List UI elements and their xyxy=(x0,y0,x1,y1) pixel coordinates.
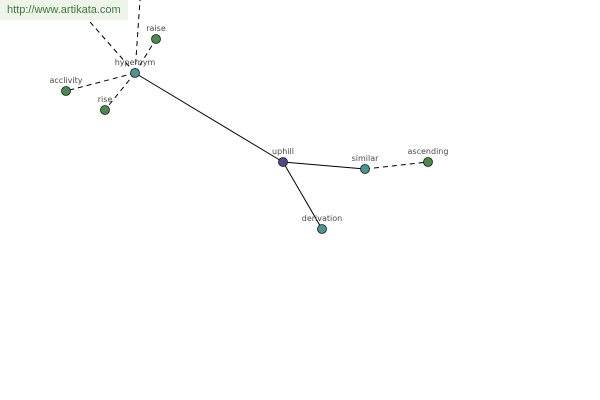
edge-hypernym-raise xyxy=(134,38,157,74)
node-similar-label: similar xyxy=(352,154,380,163)
node-derivation-label: derivation xyxy=(302,214,342,223)
node-acclivity-label: acclivity xyxy=(50,76,83,85)
node-similar-dot[interactable] xyxy=(360,164,370,174)
site-url-banner[interactable]: http://www.artikata.com xyxy=(0,0,128,20)
edge-similar-ascending xyxy=(364,161,429,170)
graph-nodes: uphill hypernym similar derivation raise accl… xyxy=(50,24,449,234)
node-uphill-dot[interactable] xyxy=(278,157,288,167)
node-derivation-dot[interactable] xyxy=(317,224,327,234)
edge-hypernym-acclivity xyxy=(65,72,136,92)
edge-uphill-hypernym xyxy=(134,72,284,163)
graph-edges xyxy=(65,0,429,230)
edge-hypernym-rise xyxy=(104,72,136,111)
node-ascending-dot[interactable] xyxy=(423,157,433,167)
node-hypernym[interactable]: hypernym xyxy=(115,58,156,78)
edge-uphill-derivation xyxy=(282,161,323,230)
node-ascending-label: ascending xyxy=(408,147,449,156)
edge-uphill-similar xyxy=(282,161,366,170)
node-uphill[interactable]: uphill xyxy=(272,147,294,167)
node-raise-dot[interactable] xyxy=(151,34,161,44)
edge-hypernym-offscreen-1 xyxy=(89,21,136,74)
node-hypernym-dot[interactable] xyxy=(130,68,140,78)
node-ascending[interactable]: ascending xyxy=(408,147,449,167)
node-similar[interactable]: similar xyxy=(352,154,380,174)
node-uphill-label: uphill xyxy=(272,147,294,156)
node-rise-dot[interactable] xyxy=(100,105,110,115)
node-acclivity[interactable]: acclivity xyxy=(50,76,83,96)
node-hypernym-label: hypernym xyxy=(115,58,156,67)
node-rise[interactable]: rise xyxy=(98,95,113,115)
node-rise-label: rise xyxy=(98,95,113,104)
edge-hypernym-offscreen-2 xyxy=(134,0,141,74)
node-derivation[interactable]: derivation xyxy=(302,214,342,234)
node-acclivity-dot[interactable] xyxy=(61,86,71,96)
node-raise-label: raise xyxy=(146,24,166,33)
node-raise[interactable]: raise xyxy=(146,24,166,44)
